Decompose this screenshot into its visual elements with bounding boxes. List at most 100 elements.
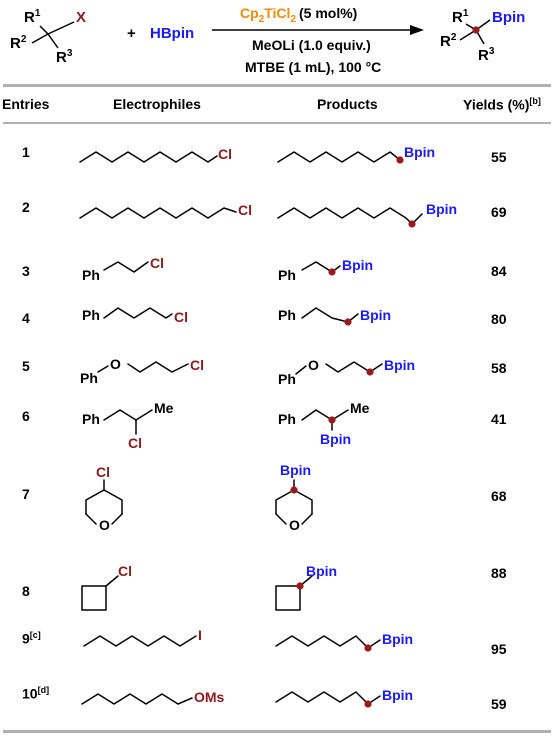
product-2-dot bbox=[408, 220, 416, 228]
table-header-rule bbox=[3, 122, 551, 124]
product-1-bpin: Bpin bbox=[404, 144, 435, 160]
product-5-bpin: Bpin bbox=[384, 357, 415, 373]
header-yields: Yields (%)[b] bbox=[463, 96, 541, 113]
product-10-chain bbox=[275, 691, 381, 705]
electrophile-5-oxygen: O bbox=[110, 356, 121, 372]
electrophile-2-chain bbox=[79, 207, 237, 219]
yield-value: 95 bbox=[491, 641, 507, 657]
product-2-bpin: Bpin bbox=[426, 201, 457, 217]
entry-number: 1 bbox=[22, 144, 30, 160]
product-4-ph: Ph bbox=[278, 307, 296, 323]
reagent-hbpin: HBpin bbox=[150, 25, 194, 42]
yield-value: 68 bbox=[491, 488, 507, 504]
yield-value: 55 bbox=[491, 149, 507, 165]
header-products: Products bbox=[317, 96, 378, 112]
product-6-methyl: Me bbox=[350, 400, 370, 416]
electrophile-8-leaving-group: Cl bbox=[118, 563, 132, 579]
header-entries: Entries bbox=[2, 96, 50, 112]
entry-number: 4 bbox=[22, 310, 30, 326]
electrophile-5-chain-b bbox=[127, 361, 189, 373]
electrophile-3-ph: Ph bbox=[82, 267, 100, 283]
entry-number: 8 bbox=[22, 583, 30, 599]
yield-value: 41 bbox=[491, 411, 507, 427]
yield-value: 69 bbox=[491, 204, 507, 220]
electrophile-6-methyl: Me bbox=[154, 400, 174, 416]
electrophile-9-chain bbox=[83, 635, 197, 647]
product-7-bpin: Bpin bbox=[280, 462, 311, 478]
product-4-bpin: Bpin bbox=[360, 307, 391, 323]
yield-value: 58 bbox=[491, 360, 507, 376]
electrophile-10-leaving-group: OMs bbox=[194, 689, 225, 705]
product-r1: R1 bbox=[452, 8, 469, 26]
product-r3: R3 bbox=[478, 46, 495, 64]
electrophile-10-chain bbox=[81, 693, 193, 705]
electrophile-5-chain bbox=[97, 365, 109, 373]
entry-number: 7 bbox=[22, 486, 30, 502]
product-3-bpin: Bpin bbox=[342, 257, 373, 273]
product-5-ph: Ph bbox=[278, 371, 296, 387]
product-8-bpin: Bpin bbox=[306, 563, 337, 579]
product-10-bpin: Bpin bbox=[382, 687, 413, 703]
product-4-dot bbox=[344, 318, 352, 326]
product-structure: R1 R2 R3 Bpin bbox=[440, 8, 525, 64]
electrophile-3-chain bbox=[103, 261, 149, 273]
product-8-dot bbox=[296, 582, 304, 590]
product-6-ph: Ph bbox=[278, 411, 296, 427]
electrophile-5-leaving-group: Cl bbox=[190, 357, 204, 373]
product-bpin: Bpin bbox=[492, 9, 525, 26]
electrophile-6-ph: Ph bbox=[82, 411, 100, 427]
product-9-chain bbox=[275, 635, 381, 649]
product-9-dot bbox=[364, 644, 372, 652]
electrophile-7-ring bbox=[85, 489, 123, 515]
electrophile-1-chain bbox=[79, 151, 218, 163]
yield-value: 59 bbox=[491, 696, 507, 712]
product-8-ring bbox=[275, 585, 301, 611]
entry-number: 3 bbox=[22, 263, 30, 279]
reaction-scheme: R1 R2 R3 X + HBpin Cp2TiCl2(5 mol%) MeOL… bbox=[10, 5, 525, 75]
arrow-head bbox=[410, 25, 424, 35]
reactant-r3: R3 bbox=[56, 48, 73, 66]
reactant-leaving-group: X bbox=[76, 9, 86, 26]
entry-number: 9[c] bbox=[22, 630, 41, 647]
product-6-bpin: Bpin bbox=[320, 431, 351, 447]
reactant-r2: R2 bbox=[10, 34, 27, 52]
product-3-ph: Ph bbox=[278, 267, 296, 283]
entry-number: 5 bbox=[22, 358, 30, 374]
product-1-chain bbox=[277, 151, 401, 163]
entry-number: 2 bbox=[22, 199, 30, 215]
table-top-rule bbox=[3, 84, 551, 87]
yield-value: 80 bbox=[491, 311, 507, 327]
yield-value: 84 bbox=[491, 263, 507, 279]
yield-value: 88 bbox=[491, 565, 507, 581]
electrophile-6-chain bbox=[103, 409, 137, 421]
product-6-chain bbox=[301, 409, 333, 421]
reactant-structure: R1 R2 R3 X bbox=[10, 8, 86, 66]
electrophile-4-ph: Ph bbox=[82, 307, 100, 323]
electrophile-9-leaving-group: I bbox=[198, 627, 202, 643]
electrophile-8-ring bbox=[81, 585, 107, 611]
product-7-dot bbox=[290, 486, 298, 494]
electrophile-4-chain bbox=[103, 307, 173, 319]
product-3-chain bbox=[301, 261, 341, 273]
base-label: MeOLi (1.0 equiv.) bbox=[252, 37, 371, 53]
entry-number: 10[d] bbox=[22, 685, 50, 702]
table-bottom-rule bbox=[3, 730, 551, 733]
product-4-chain bbox=[301, 307, 359, 323]
product-6-dot bbox=[328, 416, 336, 424]
product-2-chain bbox=[277, 207, 423, 225]
product-5-oxygen: O bbox=[308, 357, 319, 373]
electrophile-4-leaving-group: Cl bbox=[174, 309, 188, 325]
product-5-chain-b bbox=[325, 361, 383, 373]
header-electrophiles: Electrophiles bbox=[113, 96, 201, 112]
conditions-label: MTBE (1 mL), 100 °C bbox=[245, 59, 381, 75]
electrophile-1-leaving-group: Cl bbox=[218, 146, 232, 162]
product-10-dot bbox=[364, 700, 372, 708]
electrophile-6-leaving-group: Cl bbox=[128, 435, 142, 451]
product-5-dot bbox=[366, 368, 374, 376]
electrophile-3-leaving-group: Cl bbox=[150, 255, 164, 271]
electrophile-5-ph: Ph bbox=[80, 370, 98, 386]
entry-number: 6 bbox=[22, 408, 30, 424]
product-5-chain bbox=[295, 365, 307, 375]
catalyst-label: Cp2TiCl2(5 mol%) bbox=[240, 5, 357, 25]
